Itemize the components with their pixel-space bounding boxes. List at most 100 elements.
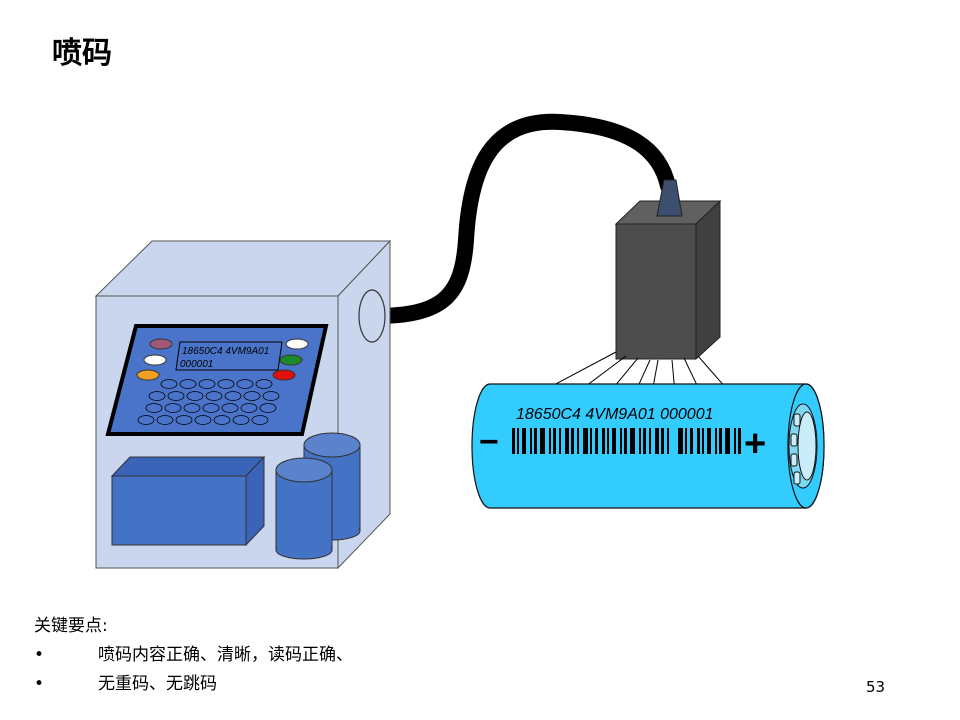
barcode-bar bbox=[690, 428, 693, 454]
battery-positive-terminal bbox=[797, 411, 817, 481]
barcode-bar bbox=[620, 428, 622, 454]
barcode-bar bbox=[678, 428, 683, 454]
keypad-key[interactable] bbox=[236, 379, 254, 389]
barcode-bar bbox=[612, 428, 616, 454]
keypad-key[interactable] bbox=[148, 391, 166, 401]
keypad-key[interactable] bbox=[232, 415, 250, 425]
battery-printed-code: 18650C4 4VM9A01 000001 bbox=[516, 406, 714, 423]
panel-button-purple[interactable] bbox=[149, 338, 173, 350]
battery-barcode bbox=[512, 428, 741, 454]
keypad-key[interactable] bbox=[213, 415, 231, 425]
keypad-key[interactable] bbox=[198, 379, 216, 389]
barcode-bar bbox=[734, 428, 736, 454]
barcode-bar bbox=[534, 428, 537, 454]
bullet-icon: • bbox=[34, 645, 45, 665]
keypad-key[interactable] bbox=[194, 415, 212, 425]
barcode-bar bbox=[530, 428, 532, 454]
ink-tank-top bbox=[110, 456, 266, 477]
barcode-bar bbox=[649, 428, 651, 454]
barcode-bar bbox=[725, 428, 730, 454]
barcode-bar bbox=[643, 428, 646, 454]
keypad-key[interactable] bbox=[145, 403, 163, 413]
panel-button-white-left[interactable] bbox=[143, 354, 167, 366]
screen-line-1: 18650C4 4VM9A01 bbox=[182, 346, 269, 357]
screen-line-2: 000001 bbox=[180, 359, 213, 370]
keypad-key[interactable] bbox=[175, 415, 193, 425]
barcode-bar bbox=[607, 428, 609, 454]
keypad-key[interactable] bbox=[186, 391, 204, 401]
barcode-bar bbox=[697, 428, 700, 454]
panel-button-white-right[interactable] bbox=[285, 338, 309, 350]
solvent-cylinder-front bbox=[275, 457, 333, 560]
barcode-bar bbox=[540, 428, 545, 454]
barcode-bar bbox=[707, 428, 711, 454]
barcode-bar bbox=[630, 428, 635, 454]
barcode-bar bbox=[549, 428, 551, 454]
ink-tank-front bbox=[111, 475, 247, 546]
ink-cable bbox=[354, 113, 676, 325]
battery-18650: 18650C4 4VM9A01 000001 − + bbox=[471, 383, 825, 509]
keypad-key[interactable] bbox=[137, 415, 155, 425]
barcode-bar bbox=[738, 428, 741, 454]
barcode-bar bbox=[719, 428, 722, 454]
key-point-text: 喷码内容正确、清晰，读码正确、 bbox=[98, 645, 353, 665]
print-head-front bbox=[615, 223, 697, 360]
barcode-bar bbox=[685, 428, 687, 454]
panel-screen bbox=[175, 341, 283, 371]
keypad-key[interactable] bbox=[240, 403, 258, 413]
print-head-side bbox=[695, 199, 721, 361]
keypad-key[interactable] bbox=[156, 415, 174, 425]
keypad-key[interactable] bbox=[221, 403, 239, 413]
keypad-key[interactable] bbox=[259, 403, 277, 413]
keypad-key[interactable] bbox=[217, 379, 235, 389]
keypad-key[interactable] bbox=[205, 391, 223, 401]
battery-terminal-vents bbox=[790, 413, 801, 485]
keypad-key[interactable] bbox=[251, 415, 269, 425]
barcode-bar bbox=[571, 428, 574, 454]
keypad-key[interactable] bbox=[167, 391, 185, 401]
panel-button-red[interactable] bbox=[272, 369, 296, 381]
keypad-key[interactable] bbox=[179, 379, 197, 389]
inkjet-machine: 18650C4 4VM9A01 000001 bbox=[94, 239, 392, 570]
barcode-bar bbox=[590, 428, 592, 454]
barcode-bar bbox=[715, 428, 717, 454]
keypad-key[interactable] bbox=[202, 403, 220, 413]
page-title: 喷码 bbox=[52, 36, 112, 71]
key-point-item: • 喷码内容正确、清晰，读码正确、 bbox=[34, 641, 353, 670]
barcode-bar bbox=[667, 428, 669, 454]
keypad-key[interactable] bbox=[183, 403, 201, 413]
barcode-bar bbox=[559, 428, 561, 454]
barcode-bar bbox=[602, 428, 605, 454]
keypad-key[interactable] bbox=[224, 391, 242, 401]
barcode-bar bbox=[522, 428, 526, 454]
print-head bbox=[614, 179, 722, 361]
battery-plus-sign: + bbox=[744, 423, 766, 465]
keypad-key[interactable] bbox=[164, 403, 182, 413]
keypad-key[interactable] bbox=[160, 379, 178, 389]
battery-minus-sign: − bbox=[479, 423, 499, 461]
key-points-heading: 关键要点: bbox=[34, 616, 108, 636]
barcode-bar bbox=[577, 428, 579, 454]
barcode-bar bbox=[661, 428, 664, 454]
barcode-bar bbox=[595, 428, 598, 454]
barcode-bar bbox=[512, 428, 515, 454]
barcode-bar bbox=[655, 428, 659, 454]
panel-button-green[interactable] bbox=[279, 354, 303, 366]
cable-port bbox=[358, 289, 386, 343]
key-point-item: • 无重码、无跳码 bbox=[34, 670, 353, 699]
keypad-key[interactable] bbox=[262, 391, 280, 401]
barcode-bar bbox=[565, 428, 569, 454]
panel-button-orange[interactable] bbox=[136, 369, 160, 381]
bullet-icon: • bbox=[34, 674, 45, 694]
keypad-key[interactable] bbox=[255, 379, 273, 389]
key-points: 关键要点: • 喷码内容正确、清晰，读码正确、 • 无重码、无跳码 bbox=[34, 612, 353, 699]
barcode-bar bbox=[639, 428, 641, 454]
barcode-bar bbox=[583, 428, 588, 454]
key-point-text: 无重码、无跳码 bbox=[98, 674, 217, 694]
barcode-bar bbox=[553, 428, 556, 454]
keypad-key[interactable] bbox=[243, 391, 261, 401]
cable-connector bbox=[656, 179, 683, 217]
barcode-bar bbox=[517, 428, 519, 454]
barcode-bar bbox=[702, 428, 704, 454]
